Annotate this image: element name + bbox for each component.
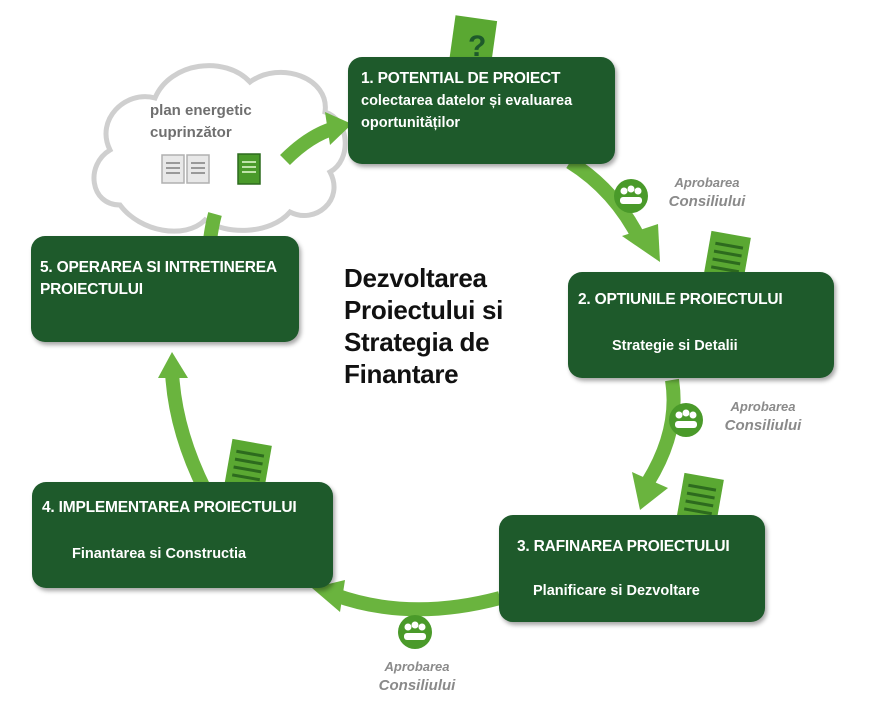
center-title-line1: Dezvoltarea — [344, 263, 487, 293]
approval-label-3-line1: Aprobarea — [384, 659, 450, 674]
arrowhead-1 — [325, 112, 352, 145]
step-1-subtitle-line1: colectarea datelor și evaluarea — [361, 93, 573, 109]
step-2-title: 2. OPTIUNILE PROIECTULUI — [578, 291, 783, 308]
cloud-shape — [91, 63, 348, 234]
center-title-line2: Proiectului si — [344, 295, 504, 325]
arrow-2-to-3 — [642, 378, 681, 486]
arrowhead-2 — [622, 224, 660, 262]
step-1-subtitle-line2: oportunităților — [361, 115, 461, 131]
approval-label-1-line1: Aprobarea — [674, 175, 740, 190]
document-icon-2 — [703, 230, 751, 286]
document-icon-3 — [676, 472, 724, 528]
arrowhead-3 — [632, 472, 668, 510]
arrow-4-to-5 — [165, 371, 212, 494]
step-4-title: 4. IMPLEMENTAREA PROIECTULUI — [42, 499, 297, 516]
step-1-title: 1. POTENTIAL DE PROIECT — [361, 70, 561, 87]
cloud-label: plan energetic cuprinzător — [150, 100, 290, 144]
step-5-title-line2: PROIECTULUI — [40, 281, 143, 298]
cloud-label-line2: cuprinzător — [150, 124, 232, 141]
council-icon-2 — [669, 403, 703, 437]
council-icon-3 — [398, 615, 432, 649]
approval-label-2: Aprobarea Consiliului — [708, 398, 818, 436]
svg-text:?: ? — [468, 30, 486, 63]
center-title-line3: Strategia de — [344, 327, 490, 357]
step-1-box: 1. POTENTIAL DE PROIECT colectarea datel… — [348, 57, 615, 164]
step-4-box: 4. IMPLEMENTAREA PROIECTULUI Finantarea … — [32, 482, 333, 588]
cloud-label-line1: plan energetic — [150, 102, 252, 119]
question-document-icon: ? — [448, 15, 498, 69]
approval-label-3: Aprobarea Consiliului — [362, 658, 472, 696]
approval-label-1-line2: Consiliului — [668, 193, 746, 210]
center-title: Dezvoltarea Proiectului si Strategia de … — [344, 262, 544, 390]
document-icon-4 — [224, 438, 272, 494]
step-5-title-line1: 5. OPERAREA SI INTRETINEREA — [40, 259, 277, 276]
arrowhead-5 — [158, 352, 188, 378]
arrow-1-to-2 — [566, 156, 647, 244]
center-title-line4: Finantare — [344, 359, 459, 389]
council-icon-1 — [614, 179, 648, 213]
cloud-documents-icon — [161, 153, 261, 185]
approval-label-2-line2: Consiliului — [724, 417, 802, 434]
step-2-box: 2. OPTIUNILE PROIECTULUI Strategie si De… — [568, 272, 834, 378]
step-3-box: 3. RAFINAREA PROIECTULUI Planificare si … — [499, 515, 765, 622]
approval-label-3-line2: Consiliului — [378, 677, 456, 694]
step-3-subtitle: Planificare si Dezvoltare — [533, 583, 700, 599]
step-2-subtitle: Strategie si Detalii — [612, 338, 738, 354]
arrow-3-to-4 — [332, 588, 502, 617]
step-4-subtitle: Finantarea si Constructia — [72, 546, 247, 562]
approval-label-1: Aprobarea Consiliului — [652, 174, 762, 212]
approval-label-2-line1: Aprobarea — [730, 399, 796, 414]
step-5-box: 5. OPERAREA SI INTRETINEREA PROIECTULUI — [31, 236, 299, 342]
step-3-title: 3. RAFINAREA PROIECTULUI — [517, 538, 730, 555]
arrowhead-4 — [312, 580, 345, 612]
